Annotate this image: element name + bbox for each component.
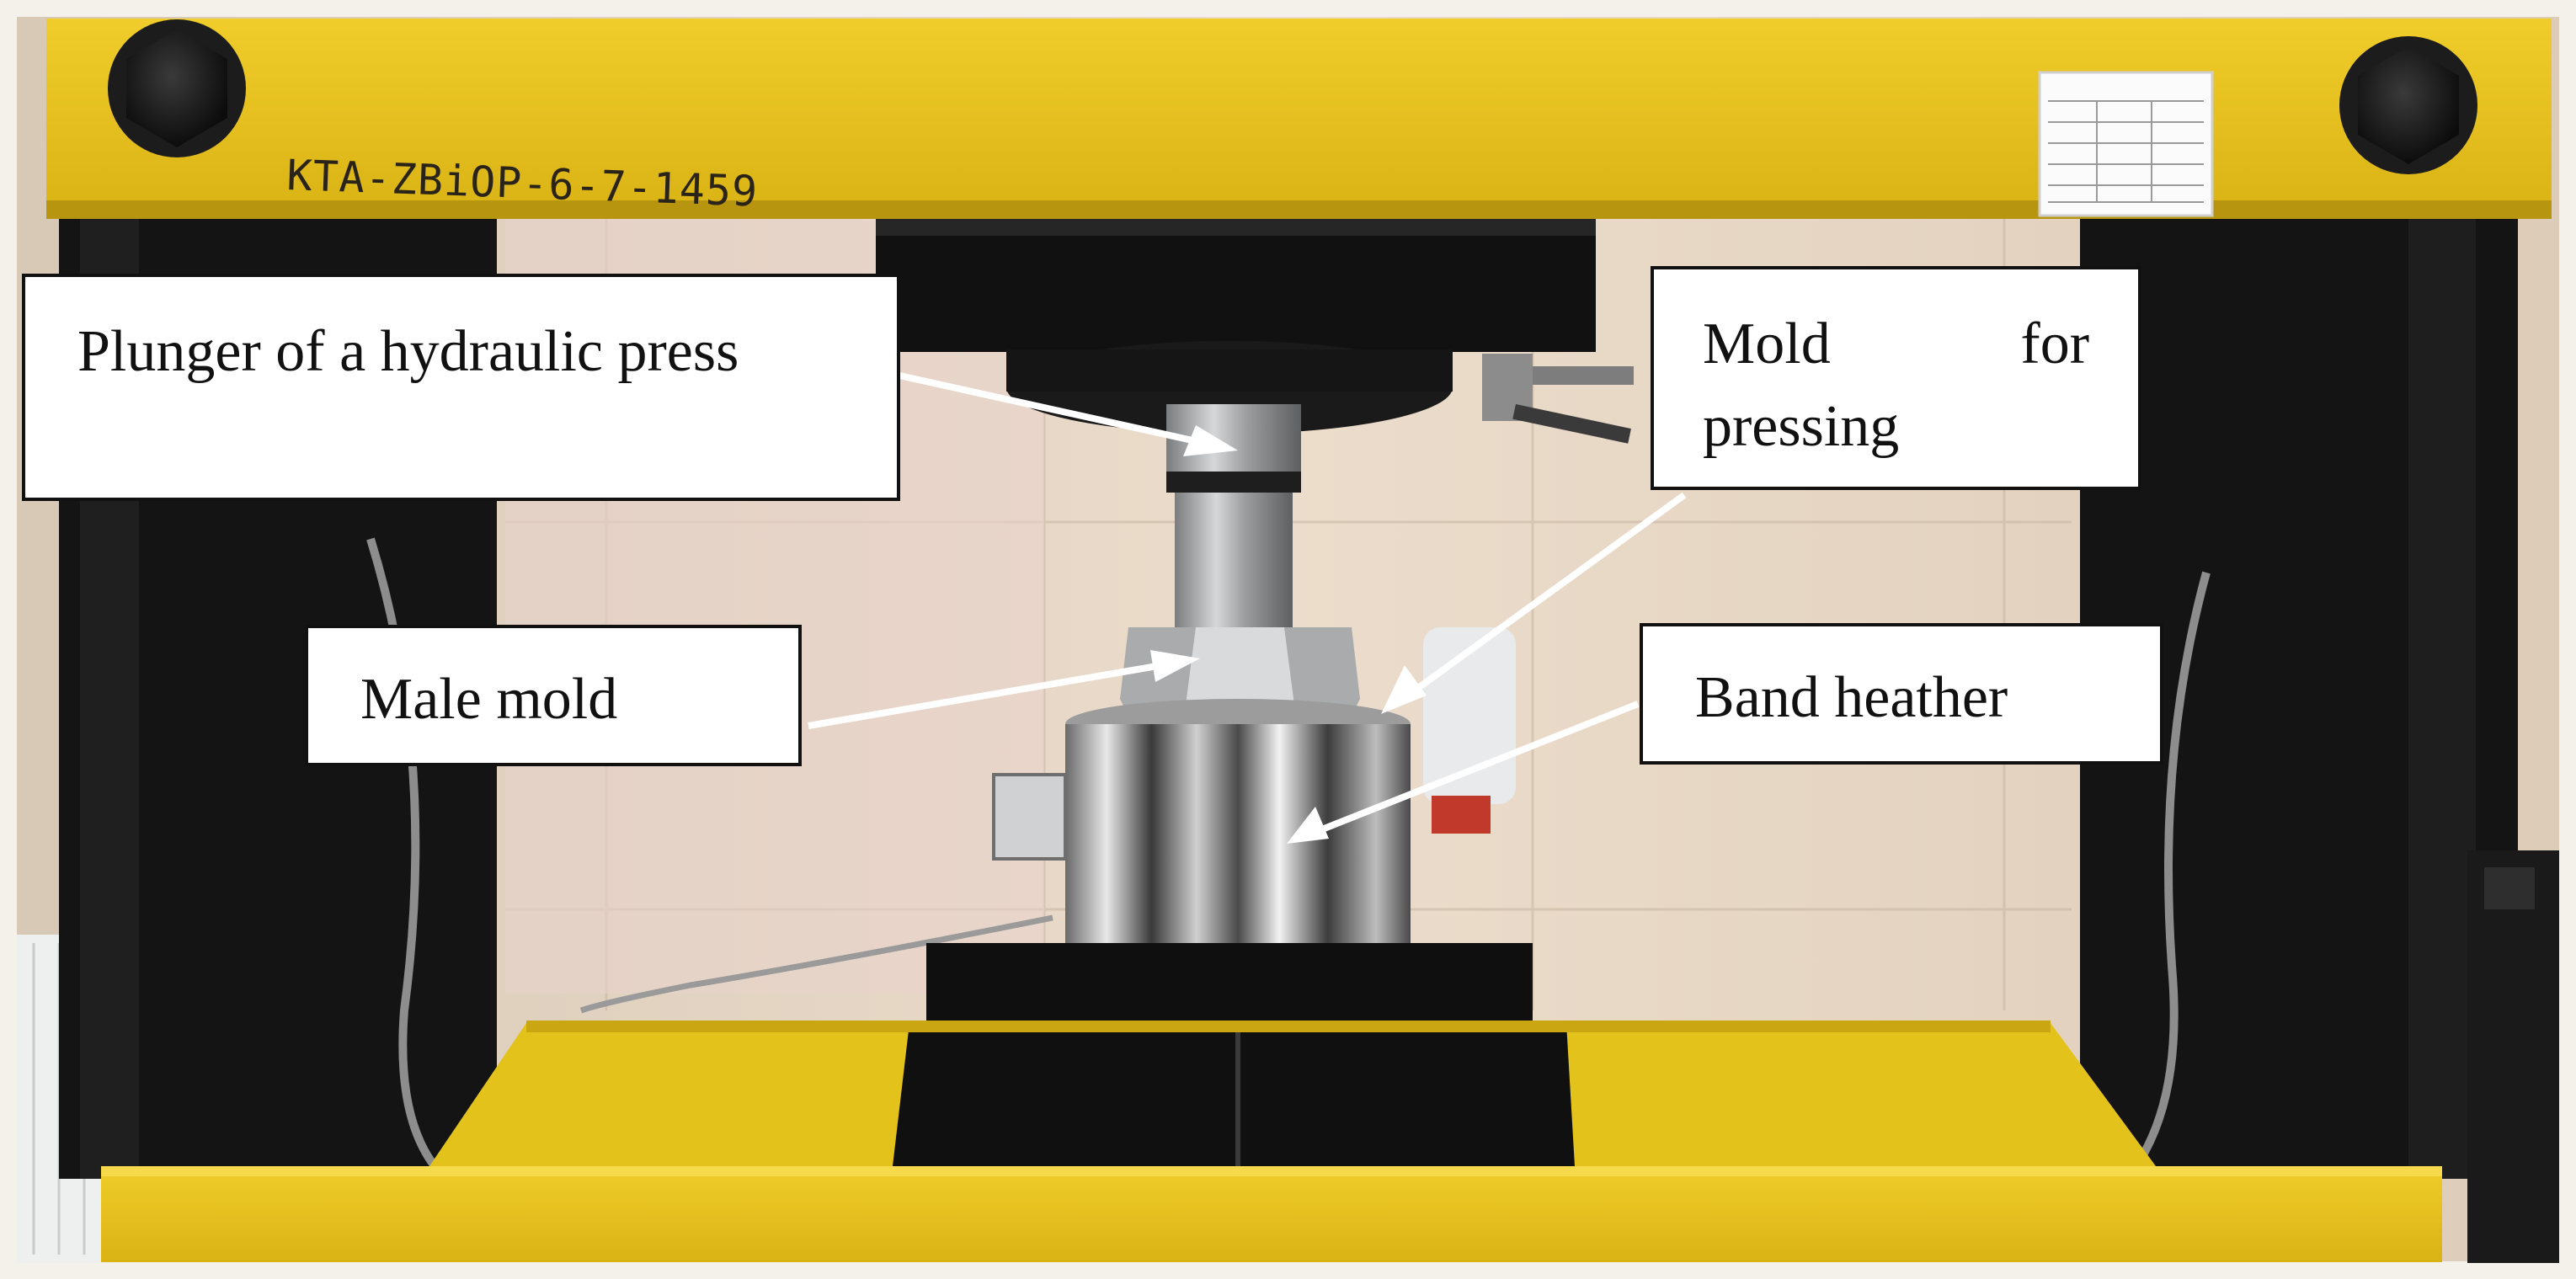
arrow-band-heater — [1287, 701, 1640, 844]
label-band-heater: Band heather — [1640, 623, 2163, 765]
arrow-mold — [1381, 492, 1687, 714]
arrows — [808, 372, 1687, 844]
top-left-bolt — [108, 19, 246, 157]
press-top-beam: KTA-ZBiOP-6-7-1459 — [46, 19, 2552, 219]
arrow-male-mold — [808, 650, 1200, 729]
top-right-bolt — [2339, 36, 2477, 174]
label-mold: Mold for pressing — [1651, 266, 2141, 490]
press-lower-tray — [101, 1021, 2442, 1262]
label-male-mold: Male mold — [305, 625, 802, 766]
label-plunger: Plunger of a hydraulic press — [22, 274, 900, 501]
arrow-plunger — [899, 372, 1238, 456]
spec-sticker — [2038, 71, 2214, 217]
base-plate — [893, 943, 1575, 1170]
